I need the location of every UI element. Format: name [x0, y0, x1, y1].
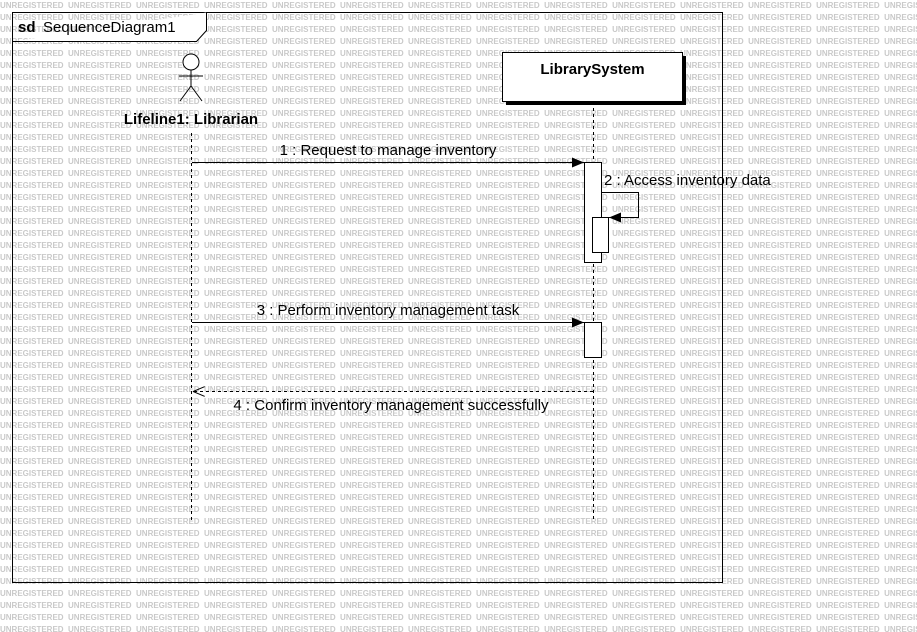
library-system-lifeline-label: LibrarySystem — [540, 61, 644, 78]
activation-bar-3 — [584, 322, 602, 358]
message-2-arrow[interactable] — [601, 192, 639, 223]
frame-name-tab — [12, 12, 207, 42]
librarian-actor-icon[interactable] — [179, 53, 203, 102]
message-4-label: 4 : Confirm inventory management success… — [233, 397, 549, 414]
frame-keyword: sd — [18, 19, 36, 36]
message-3-label: 3 : Perform inventory management task — [257, 302, 520, 319]
activation-bar-self — [592, 217, 609, 253]
librarian-lifeline-label: Lifeline1: Librarian — [124, 111, 258, 128]
library-system-head[interactable] — [502, 52, 683, 102]
message-1-label: 1 : Request to manage inventory — [280, 142, 497, 159]
frame-title: SequenceDiagram1 — [43, 19, 176, 36]
message-2-label: 2 : Access inventory data — [604, 172, 771, 189]
diagram-frame — [12, 12, 723, 583]
